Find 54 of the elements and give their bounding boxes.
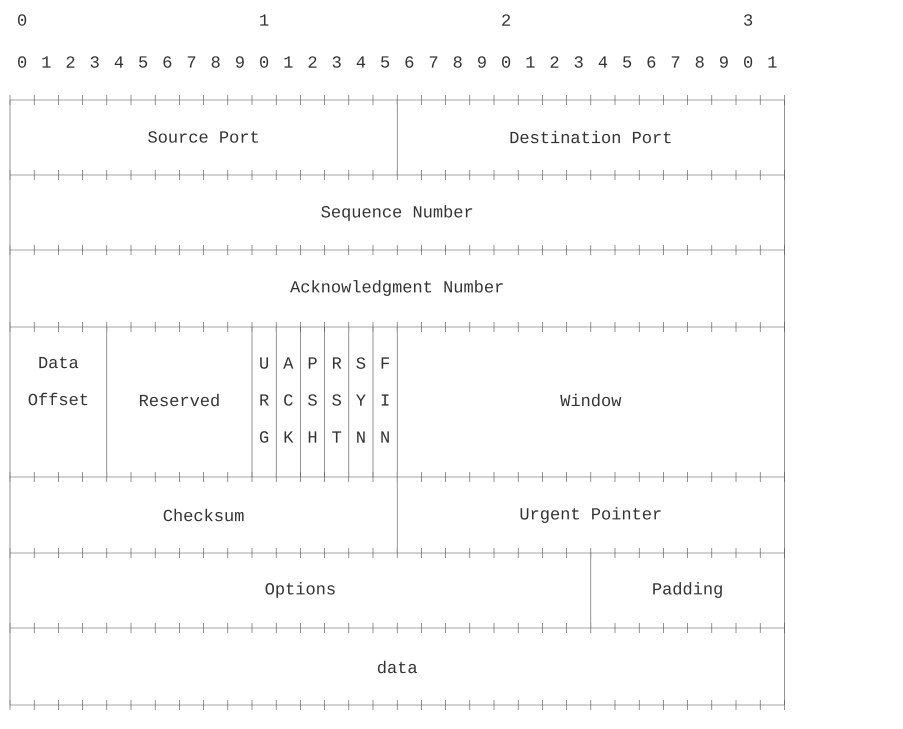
- bit-number: 1: [768, 56, 777, 68]
- bit-number: 7: [672, 56, 680, 68]
- bit-number: 0: [18, 56, 26, 68]
- header-field: Window: [560, 394, 622, 406]
- bit-number: 7: [188, 56, 196, 68]
- bit-number: 2: [550, 56, 558, 68]
- bit-number: 9: [236, 56, 244, 68]
- flag-field: P S H: [308, 357, 317, 443]
- bit-number: 5: [623, 56, 632, 68]
- flag-field: F I N: [381, 357, 389, 443]
- bit-number: 6: [405, 56, 414, 68]
- bit-number: 1: [284, 56, 293, 68]
- bit-number: 3: [574, 56, 583, 68]
- header-field: Padding: [653, 582, 722, 598]
- bit-number: 8: [696, 56, 704, 68]
- bit-number: 1: [526, 56, 535, 68]
- bit-number: 1: [42, 56, 51, 68]
- header-field: Data Offset: [28, 356, 88, 406]
- header-field: Sequence Number: [321, 205, 472, 221]
- header-field: Destination Port: [510, 130, 671, 144]
- header-field: Options: [266, 582, 335, 598]
- bit-number: 7: [430, 56, 438, 68]
- bit-number: 2: [308, 56, 316, 68]
- bit-tens-number: 1: [260, 14, 268, 26]
- header-field: Acknowledgment Number: [290, 280, 503, 296]
- bit-tens-number: 0: [18, 14, 26, 26]
- bit-number: 0: [744, 56, 752, 68]
- header-field: Urgent Pointer: [520, 507, 661, 523]
- bit-number: 8: [212, 56, 220, 68]
- flag-field: U R G: [260, 357, 269, 443]
- bit-number: 6: [163, 56, 172, 68]
- header-field: Checksum: [164, 508, 244, 522]
- header-field: Reserved: [140, 394, 219, 406]
- bit-tens-number: 3: [744, 14, 752, 26]
- header-field: Source Port: [148, 131, 258, 143]
- flag-field: S Y N: [356, 357, 366, 443]
- bit-number: 3: [332, 56, 341, 68]
- bit-number: 8: [454, 56, 462, 68]
- flag-field: R S T: [332, 357, 342, 443]
- bit-number: 4: [598, 56, 608, 68]
- bit-number: 9: [720, 56, 728, 68]
- bit-number: 0: [260, 56, 268, 68]
- flag-field: A C K: [283, 357, 294, 443]
- bit-number: 5: [381, 56, 390, 68]
- bit-number: 4: [356, 56, 366, 68]
- bit-number: 5: [139, 56, 148, 68]
- bit-number: 9: [478, 56, 486, 68]
- bit-number: 3: [90, 56, 99, 68]
- header-field: data: [378, 660, 418, 674]
- bit-number: 4: [114, 56, 124, 68]
- bit-number: 0: [502, 56, 510, 68]
- bit-number: 2: [66, 56, 74, 68]
- bit-number: 6: [647, 56, 656, 68]
- bit-tens-number: 2: [502, 14, 510, 26]
